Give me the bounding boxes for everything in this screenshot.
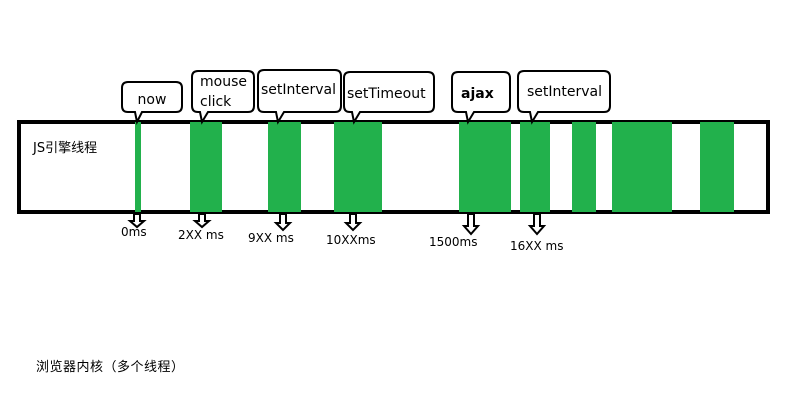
callout-text: setInterval xyxy=(527,84,602,100)
task-bar-setinterval-2 xyxy=(520,122,550,212)
down-arrow-icon xyxy=(527,213,547,236)
callout-ajax: ajax xyxy=(451,71,511,125)
down-arrow-icon xyxy=(343,213,363,232)
task-bar-setinterval-3 xyxy=(572,122,596,212)
callout-now: now xyxy=(121,81,183,126)
task-bars xyxy=(135,122,734,212)
callout-text: now xyxy=(138,92,167,108)
time-label: 10XXms xyxy=(326,233,376,247)
task-bar-mouse-click xyxy=(190,122,222,212)
callout-text: setInterval xyxy=(261,82,336,98)
callout-setinterval-2: setInterval xyxy=(517,70,611,125)
callout-mouse-click: mouse click xyxy=(191,70,255,125)
time-arrows xyxy=(127,213,547,236)
callout-text: ajax xyxy=(461,86,494,102)
speech-bubble xyxy=(343,71,435,125)
task-bar-setinterval-1 xyxy=(268,122,301,212)
down-arrow-icon xyxy=(461,213,481,236)
down-arrow-icon xyxy=(192,213,212,229)
speech-bubble xyxy=(451,71,511,125)
task-bar-extra-2 xyxy=(700,122,734,212)
down-arrow-icon xyxy=(273,213,293,232)
task-bar-ajax xyxy=(459,122,511,212)
callout-text-line-1: mouse xyxy=(200,74,247,90)
task-bar-extra-1 xyxy=(612,122,672,212)
task-bar-settimeout xyxy=(334,122,382,212)
time-labels: 0ms 2XX ms 9XX ms 10XXms 1500ms 16XX ms xyxy=(121,225,563,253)
callout-text-line-2: click xyxy=(200,94,232,110)
time-label: 1500ms xyxy=(429,235,477,249)
callout-text: setTimeout xyxy=(347,86,426,102)
time-label: 16XX ms xyxy=(510,239,563,253)
js-engine-thread-label: JS引擎线程 xyxy=(32,141,97,156)
speech-bubble xyxy=(517,70,611,125)
speech-bubble xyxy=(191,70,255,125)
time-label: 9XX ms xyxy=(248,231,294,245)
callout-settimeout: setTimeout xyxy=(343,71,435,125)
speech-bubble xyxy=(121,81,183,126)
down-arrow-icon xyxy=(127,213,147,229)
browser-kernel-caption: 浏览器内核（多个线程） xyxy=(36,360,185,375)
speech-bubble xyxy=(257,69,342,125)
time-label: 0ms xyxy=(121,225,147,239)
task-bar-now xyxy=(135,122,141,212)
callout-setinterval-1: setInterval xyxy=(257,69,342,125)
time-label: 2XX ms xyxy=(178,228,224,242)
callout-text: mouse click xyxy=(200,74,251,110)
